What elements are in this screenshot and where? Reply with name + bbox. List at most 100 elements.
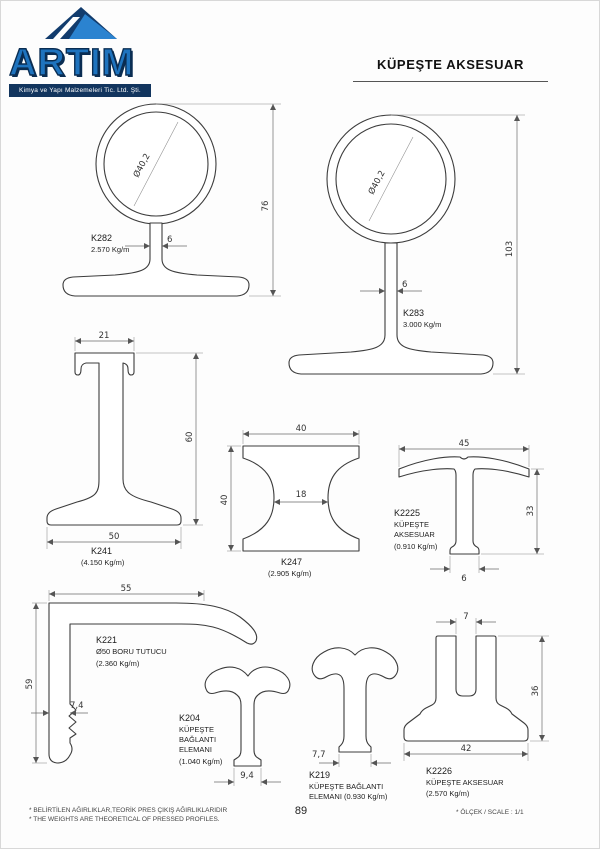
k283-web-text: 6	[402, 280, 407, 290]
triangle-slash	[53, 17, 80, 39]
k221-dim-wall: 7,4	[31, 701, 88, 716]
figure-k204: 9,4 K204 KÜPEŞTE BAĞLANTI ELEMANI (1.040…	[171, 656, 306, 791]
k204-code: K204	[179, 713, 201, 723]
k221-profile	[48, 602, 258, 764]
k2225-width-text: 45	[459, 439, 470, 449]
figure-k282: Ø40,2 76 6 K282 2.570 Kg/m	[41, 96, 291, 311]
k2225-profile	[398, 456, 530, 555]
k247-dim-top: 40	[242, 424, 360, 444]
triangle-light	[69, 14, 117, 39]
k282-web-text: 6	[167, 235, 172, 245]
figure-k219: 7,7 K219 KÜPEŞTE BAĞLANTI ELEMANI (0.930…	[296, 639, 411, 804]
k247-profile	[242, 445, 360, 552]
figure-k2225: 45 33 6 K2225 KÜPEŞTE AKSESUAR (0.910 Kg…	[386, 439, 551, 591]
k219-profile	[311, 647, 399, 753]
k2226-slot-text: 7	[463, 612, 468, 622]
page-title: KÜPEŞTE AKSESUAR	[376, 57, 525, 72]
k241-profile	[46, 352, 182, 526]
k221-weight: (2.360 Kg/m)	[96, 659, 140, 668]
k2226-code: K2226	[426, 766, 453, 776]
k283-weight: 3.000 Kg/m	[403, 320, 442, 329]
k241-top-text: 21	[99, 331, 110, 341]
k219-dim-web: 7,7	[312, 750, 391, 767]
k2225-code: K2225	[394, 508, 421, 518]
k241-base-text: 50	[109, 532, 120, 542]
k2225-drawing: 45 33 6	[398, 439, 544, 584]
k2226-name: KÜPEŞTE AKSESUAR	[426, 778, 504, 787]
k241-drawing: 21 60 50	[46, 331, 203, 549]
k204-name-line3: ELEMANI	[179, 745, 212, 754]
k2226-dim-height: 36	[498, 635, 549, 742]
k221-drawing: 55 59 7,4	[25, 584, 258, 764]
k2226-dim-base: 42	[403, 743, 529, 761]
k2226-height-text: 36	[531, 686, 541, 697]
k2226-profile	[403, 635, 529, 742]
k221-wall-text: 7,4	[70, 701, 84, 711]
k247-height-text: 40	[220, 495, 230, 506]
footnote-line1: * BELİRTİLEN AĞIRLIKLAR,TEORİK PRES ÇIKI…	[29, 807, 228, 814]
k204-weight: (1.040 Kg/m)	[179, 757, 223, 766]
k204-drawing: 9,4	[204, 666, 291, 786]
k204-base-text: 9,4	[240, 771, 254, 781]
k219-drawing: 7,7	[311, 647, 399, 767]
k204-profile	[204, 666, 291, 767]
k2225-web-text: 6	[461, 574, 466, 584]
k282-drawing: Ø40,2 76 6	[62, 103, 281, 297]
brand-tagline: Kimya ve Yapı Malzemeleri Tic. Ltd. Şti.	[9, 84, 151, 97]
k219-weight: ELEMANI (0.930 Kg/m)	[309, 792, 388, 801]
k247-dim-height: 40	[220, 445, 241, 552]
k2225-dim-height: 33	[481, 468, 544, 555]
k2225-dim-width: 45	[398, 439, 530, 467]
k221-width-text: 55	[121, 584, 132, 594]
k204-dim-base: 9,4	[214, 768, 281, 786]
k221-dim-height: 59	[25, 602, 47, 764]
k247-weight: (2.905 Kg/m)	[268, 569, 312, 578]
k204-name-line2: BAĞLANTI	[179, 735, 217, 744]
title-rule	[353, 81, 548, 82]
brand-triangle-icon	[45, 7, 117, 39]
k282-profile	[62, 222, 250, 297]
k282-weight: 2.570 Kg/m	[91, 245, 130, 254]
k282-code: K282	[91, 233, 113, 243]
k241-dim-base: 50	[46, 527, 182, 549]
figure-k221: 55 59 7,4 K221 Ø50 BORU TUTUCU (2.360 Kg…	[25, 584, 271, 781]
k221-height-text: 59	[25, 679, 35, 690]
k2225-name-line1: KÜPEŞTE	[394, 520, 430, 529]
k283-dim-height: 103	[391, 114, 525, 375]
k221-code: K221	[96, 635, 118, 645]
k219-code: K219	[309, 770, 331, 780]
k241-weight: (4.150 Kg/m)	[81, 558, 125, 567]
figure-k2226: 7 36 42 K2226 KÜPEŞTE AKSESUAR (2.570 Kg…	[401, 612, 561, 808]
k283-code: K283	[403, 308, 425, 318]
figure-k283: Ø40,2 103 6 K283 3.000 Kg/m	[281, 109, 531, 399]
page-number: 89	[294, 805, 308, 817]
brand-wordmark: ARTIM	[8, 42, 135, 84]
k247-waist-text: 18	[296, 490, 307, 500]
k247-code: K247	[281, 557, 303, 567]
k247-top-text: 40	[296, 424, 307, 434]
k241-height-text: 60	[185, 432, 195, 443]
k282-dim-web: 6	[125, 235, 187, 249]
k204-name-line1: KÜPEŞTE	[179, 725, 215, 734]
diameter-line	[368, 136, 414, 222]
figure-k247: 40 40 18 K247 (2.905 Kg/m)	[220, 424, 381, 586]
k241-dim-top: 21	[74, 331, 135, 351]
k219-web-text: 7,7	[312, 750, 326, 760]
footnote-line2: * THE WEIGHTS ARE THEORETICAL OF PRESSED…	[29, 816, 220, 823]
k283-drawing: Ø40,2 103 6	[288, 114, 525, 375]
k283-profile	[288, 242, 494, 375]
k219-name: KÜPEŞTE BAĞLANTI	[309, 782, 384, 791]
k2226-drawing: 7 36 42	[403, 612, 549, 761]
k2225-dim-web: 6	[430, 556, 499, 584]
k221-name: Ø50 BORU TUTUCU	[96, 647, 167, 656]
brand-logo: ARTIM Kimya ve Yapı Malzemeleri Tic. Ltd…	[8, 5, 151, 97]
figure-k241: 21 60 50 K241 (4.150 Kg/m)	[31, 331, 226, 576]
k241-dim-height: 60	[136, 352, 203, 526]
k282-height-text: 76	[261, 201, 271, 212]
scale-note: * ÖLÇEK / SCALE : 1/1	[456, 809, 524, 816]
k2225-height-text: 33	[526, 506, 536, 517]
k247-dim-waist: 18	[274, 490, 328, 505]
k283-dim-web: 6	[360, 280, 422, 294]
k283-height-text: 103	[505, 241, 515, 257]
